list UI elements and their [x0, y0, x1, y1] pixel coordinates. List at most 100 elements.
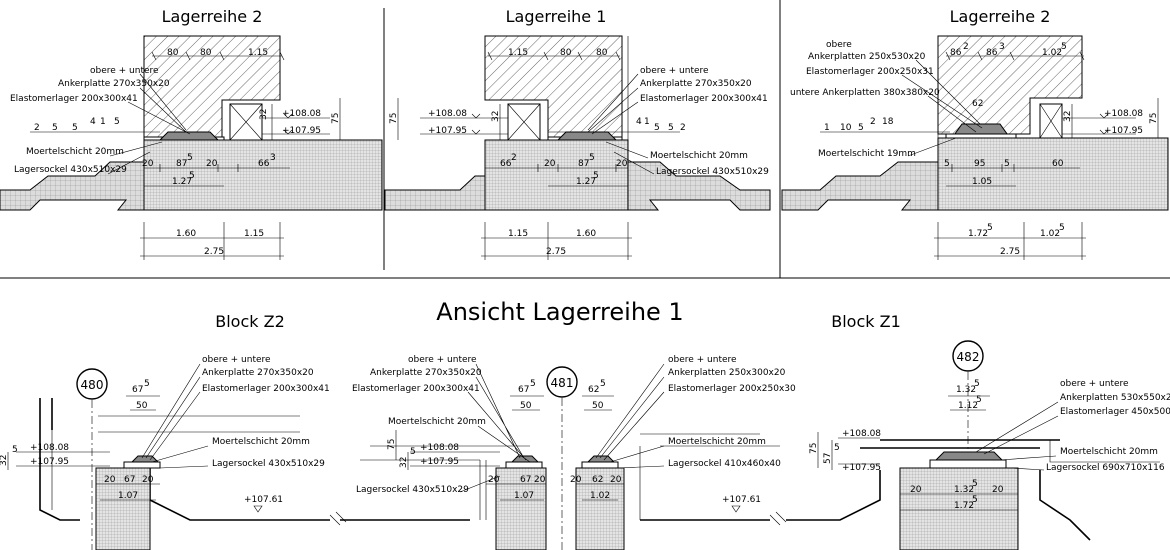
elev-1: +108.08: [1104, 109, 1143, 119]
svg-text:1.32: 1.32: [956, 385, 976, 395]
svg-text:62: 62: [592, 475, 603, 485]
note-block: obere Ankerplatten 250x530x20 Elastomerl…: [790, 40, 983, 159]
note-3: Elastomerlager 450x500x: [1060, 407, 1170, 417]
dim-top-1: 1.15: [508, 48, 528, 58]
small-dim-6: 62: [972, 99, 983, 109]
small-dim-2: 10: [840, 123, 852, 133]
bottom-dim-2: 1.15: [244, 229, 264, 239]
dims-block-c: 62 5 50 20 62 20 1.02: [570, 379, 624, 501]
section-title: Lagerreihe 2: [950, 7, 1051, 26]
note-1: obere + untere: [202, 355, 271, 365]
block-label-left: Block Z2: [215, 312, 285, 331]
v-dim-m2: 32: [399, 457, 409, 468]
v-dim-r1: 75: [809, 443, 819, 454]
note-block-left: obere + untere Ankerplatte 270x350x20 El…: [141, 355, 330, 469]
svg-text:67: 67: [520, 475, 531, 485]
section-ansicht-lagerreihe-1: Ansicht Lagerreihe 1 Block Z2 Block Z1 4…: [0, 298, 1170, 550]
sub-dim-sup: 5: [189, 171, 195, 181]
axis-marker-480: 480: [76, 368, 108, 550]
svg-text:67: 67: [124, 475, 135, 485]
svg-text:5: 5: [976, 395, 982, 405]
svg-text:5: 5: [972, 495, 978, 505]
small-dim-5: 2: [680, 123, 686, 133]
svg-text:5: 5: [530, 379, 536, 389]
v-dim-1: 75: [389, 113, 399, 124]
section-title: Lagerreihe 2: [162, 7, 263, 26]
svg-text:5: 5: [144, 379, 150, 389]
panel-dividers: [0, 0, 1170, 279]
elev-top-m: +108.08: [420, 443, 459, 453]
mid-dim-4: 66: [258, 159, 270, 169]
note-2: Ankerplatte 270x350x20: [58, 79, 170, 89]
sub-dim: 1.27: [172, 177, 192, 187]
bottom-dim-1: 1.72: [968, 229, 988, 239]
svg-text:482: 482: [957, 350, 980, 364]
note-5: Moertelschicht 19mm: [818, 149, 916, 159]
small-dim-4: 2: [870, 117, 876, 127]
bottom-dim-2-sup: 5: [1059, 223, 1065, 233]
note-block-mid-b: obere + untere Ankerplatten 250x300x20 E…: [595, 355, 796, 469]
small-dim-1: 4: [636, 117, 642, 127]
mid-dim-3: 20: [206, 159, 218, 169]
svg-text:20: 20: [610, 475, 622, 485]
v-dim-r2: 57: [823, 453, 833, 464]
dim-top-2: 80: [200, 48, 212, 58]
note-5: Lagersockel 410x460x40: [668, 459, 781, 469]
svg-text:1.32: 1.32: [954, 485, 974, 495]
elev-1: +108.08: [282, 109, 321, 119]
mid-dim-2-sup: 5: [187, 153, 193, 163]
elev-ground-l: +107.61: [244, 495, 283, 505]
note-4: Moertelschicht 20mm: [650, 151, 748, 161]
dim-top-3: 80: [596, 48, 608, 58]
svg-text:5: 5: [600, 379, 606, 389]
note-5: Lagersockel 430x510x29: [14, 165, 127, 175]
note-1: obere + untere: [668, 355, 737, 365]
elev-2: +107.95: [428, 126, 467, 136]
note-4: Moertelschicht 20mm: [1060, 447, 1158, 457]
v-dim-2: 75: [1149, 113, 1159, 124]
dim-top-2: 86: [986, 48, 998, 58]
small-dim-6: 5: [114, 117, 120, 127]
svg-text:50: 50: [136, 401, 148, 411]
small-dim-3: 5: [858, 123, 864, 133]
note-1: obere + untere: [90, 66, 159, 76]
pedestal-480: [95, 467, 151, 550]
svg-text:20: 20: [992, 485, 1004, 495]
mid-dim-1: 20: [142, 159, 154, 169]
elev-1: +108.08: [428, 109, 467, 119]
svg-text:20: 20: [534, 475, 546, 485]
dims-block-a: 67 5 50 20 67 20 1.07: [96, 379, 160, 501]
bottom-dim-1: 1.60: [176, 229, 196, 239]
note-4: Moertelschicht 20mm: [26, 147, 124, 157]
bottom-dim-2: 1.02: [1040, 229, 1060, 239]
v-dim-l1-sup: 5: [12, 445, 18, 455]
elev-top-l: +108.08: [30, 443, 69, 453]
note-3: Elastomerlager 200x300x41: [352, 384, 480, 394]
svg-text:1.12: 1.12: [958, 401, 978, 411]
svg-text:67: 67: [132, 385, 143, 395]
dims-block-b: 67 5 50 20 67 20 1.07: [486, 379, 546, 501]
v-dim-2: 32: [491, 111, 501, 122]
note-2: Ankerplatten 530x550x20: [1060, 393, 1170, 403]
svg-text:5: 5: [972, 479, 978, 489]
v-dim-1: 32: [1063, 111, 1073, 122]
note-2: Ankerplatten 250x300x20: [668, 368, 786, 378]
svg-text:1.07: 1.07: [118, 491, 138, 501]
svg-text:62: 62: [588, 385, 599, 395]
bottom-dim-total: 2.75: [546, 247, 566, 257]
svg-text:5: 5: [974, 379, 980, 389]
mid-dim-4: 60: [1052, 159, 1064, 169]
dim-top-3: 1.02: [1042, 48, 1062, 58]
mid-dim-2: 20: [544, 159, 556, 169]
v-dim-m1: 75: [387, 439, 397, 450]
main-title: Ansicht Lagerreihe 1: [436, 298, 683, 326]
note-3: Elastomerlager 200x250x30: [668, 384, 796, 394]
small-dim-4: 4: [90, 117, 96, 127]
svg-text:50: 50: [520, 401, 532, 411]
note-1: obere + untere: [1060, 379, 1129, 389]
svg-text:20: 20: [142, 475, 154, 485]
dims-block-d: 1.32 5 1.12 5 20 1.32 5 20 1.72 5: [900, 379, 1018, 511]
svg-text:50: 50: [592, 401, 604, 411]
note-2: Ankerplatte 270x350x20: [202, 368, 314, 378]
